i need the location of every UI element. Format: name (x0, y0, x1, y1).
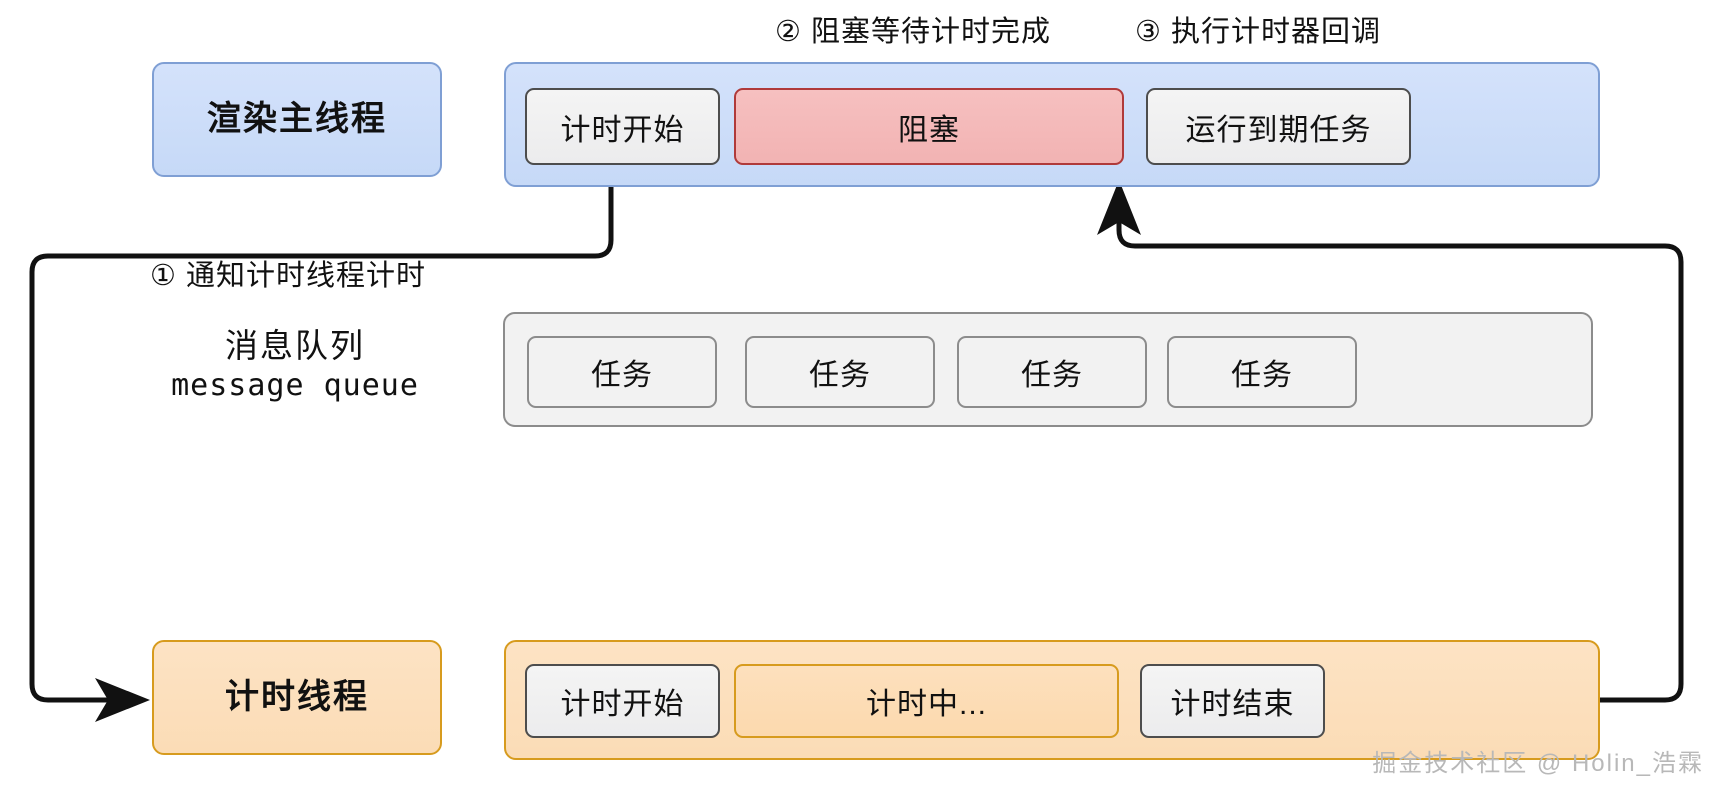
lane-label-message-queue-en: message queue (171, 368, 419, 404)
block-task-4[interactable]: 任务 (1167, 336, 1357, 408)
step-note-1: ① 通知计时线程计时 (150, 260, 427, 292)
lane-track-timer-thread: 计时开始 计时中... 计时结束 (504, 640, 1600, 760)
step-note-3: ③ 执行计时器回调 (1135, 16, 1382, 48)
block-blocked[interactable]: 阻塞 (734, 88, 1124, 165)
lane-track-message-queue: 任务 任务 任务 任务 (503, 312, 1593, 427)
connector-timer-callback (1097, 180, 1684, 703)
block-timing-running[interactable]: 计时中... (734, 664, 1119, 738)
lane-label-main-thread: 渲染主线程 (152, 62, 442, 177)
lane-label-message-queue-cn: 消息队列 (225, 327, 365, 364)
block-timer-start[interactable]: 计时开始 (525, 88, 720, 165)
block-task-1[interactable]: 任务 (527, 336, 717, 408)
lane-track-main-thread: 计时开始 阻塞 运行到期任务 (504, 62, 1600, 187)
block-timing-start[interactable]: 计时开始 (525, 664, 720, 738)
block-run-expired-task[interactable]: 运行到期任务 (1146, 88, 1411, 165)
lane-label-timer-thread: 计时线程 (152, 640, 442, 755)
step-note-2: ② 阻塞等待计时完成 (775, 16, 1052, 48)
lane-label-message-queue: 消息队列 message queue (130, 325, 460, 405)
watermark: 掘金技术社区 @ Holin_浩霖 (1372, 750, 1704, 777)
block-timing-end[interactable]: 计时结束 (1140, 664, 1325, 738)
block-task-2[interactable]: 任务 (745, 336, 935, 408)
block-task-3[interactable]: 任务 (957, 336, 1147, 408)
